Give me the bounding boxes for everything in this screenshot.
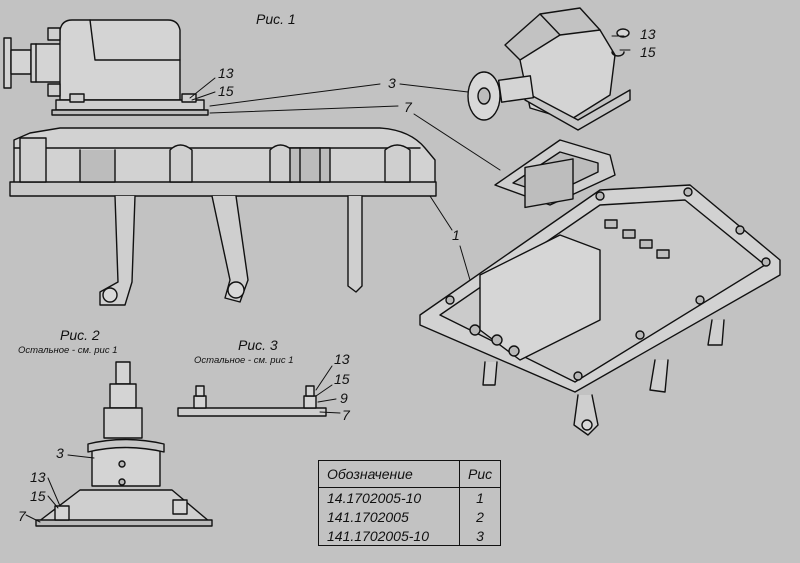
table-cell-figure: 1 [458, 487, 502, 507]
fig1-callout-7: 7 [404, 99, 412, 115]
fig2-callout-15: 15 [30, 488, 46, 504]
fig1-callout-1: 1 [452, 227, 460, 243]
column-header-designation: Обозначение [318, 460, 460, 488]
fig2-note: Остальное - см. рис 1 [18, 345, 118, 356]
fig1-callout-13-right: 13 [640, 26, 656, 42]
fig2-drawing [35, 361, 213, 527]
fig3-leader-lines [315, 365, 341, 414]
fig1-callout-15-right: 15 [640, 44, 656, 60]
table-cell-designation: 14.1702005-10 [318, 487, 460, 507]
table-row: 141.1702005-10 3 [318, 526, 502, 546]
fig2-leader-lines [25, 454, 95, 523]
fig1-leader-lines [189, 35, 631, 281]
table-cell-figure: 3 [458, 526, 502, 546]
table-row: 141.1702005 2 [318, 507, 502, 526]
fig1-caption: Рис. 1 [256, 11, 296, 27]
fig1-side-view [3, 19, 437, 306]
fig3-callout-15: 15 [334, 371, 350, 387]
table-cell-figure: 2 [458, 507, 502, 526]
designation-table: Обозначение Рис 14.1702005-10 1 141.1702… [318, 460, 502, 546]
fig1-callout-13: 13 [218, 65, 234, 81]
fig2-callout-3: 3 [56, 445, 64, 461]
fig3-callout-9: 9 [340, 390, 348, 406]
fig2-callout-13: 13 [30, 469, 46, 485]
table-header-row: Обозначение Рис [318, 460, 502, 488]
fig1-isometric-view [419, 7, 781, 436]
column-header-figure: Рис [458, 460, 502, 488]
fig1-callout-3: 3 [388, 75, 396, 91]
fig3-note: Остальное - см. рис 1 [194, 355, 294, 366]
fig1-callout-15: 15 [218, 83, 234, 99]
fig2-caption: Рис. 2 [60, 327, 100, 343]
fig3-callout-7: 7 [342, 407, 350, 423]
table-cell-designation: 141.1702005 [318, 507, 460, 526]
fig3-drawing [177, 385, 327, 417]
fig3-caption: Рис. 3 [238, 337, 278, 353]
fig3-callout-13: 13 [334, 351, 350, 367]
fig2-callout-7: 7 [18, 508, 26, 524]
table-row: 14.1702005-10 1 [318, 487, 502, 507]
table-cell-designation: 141.1702005-10 [318, 526, 460, 546]
